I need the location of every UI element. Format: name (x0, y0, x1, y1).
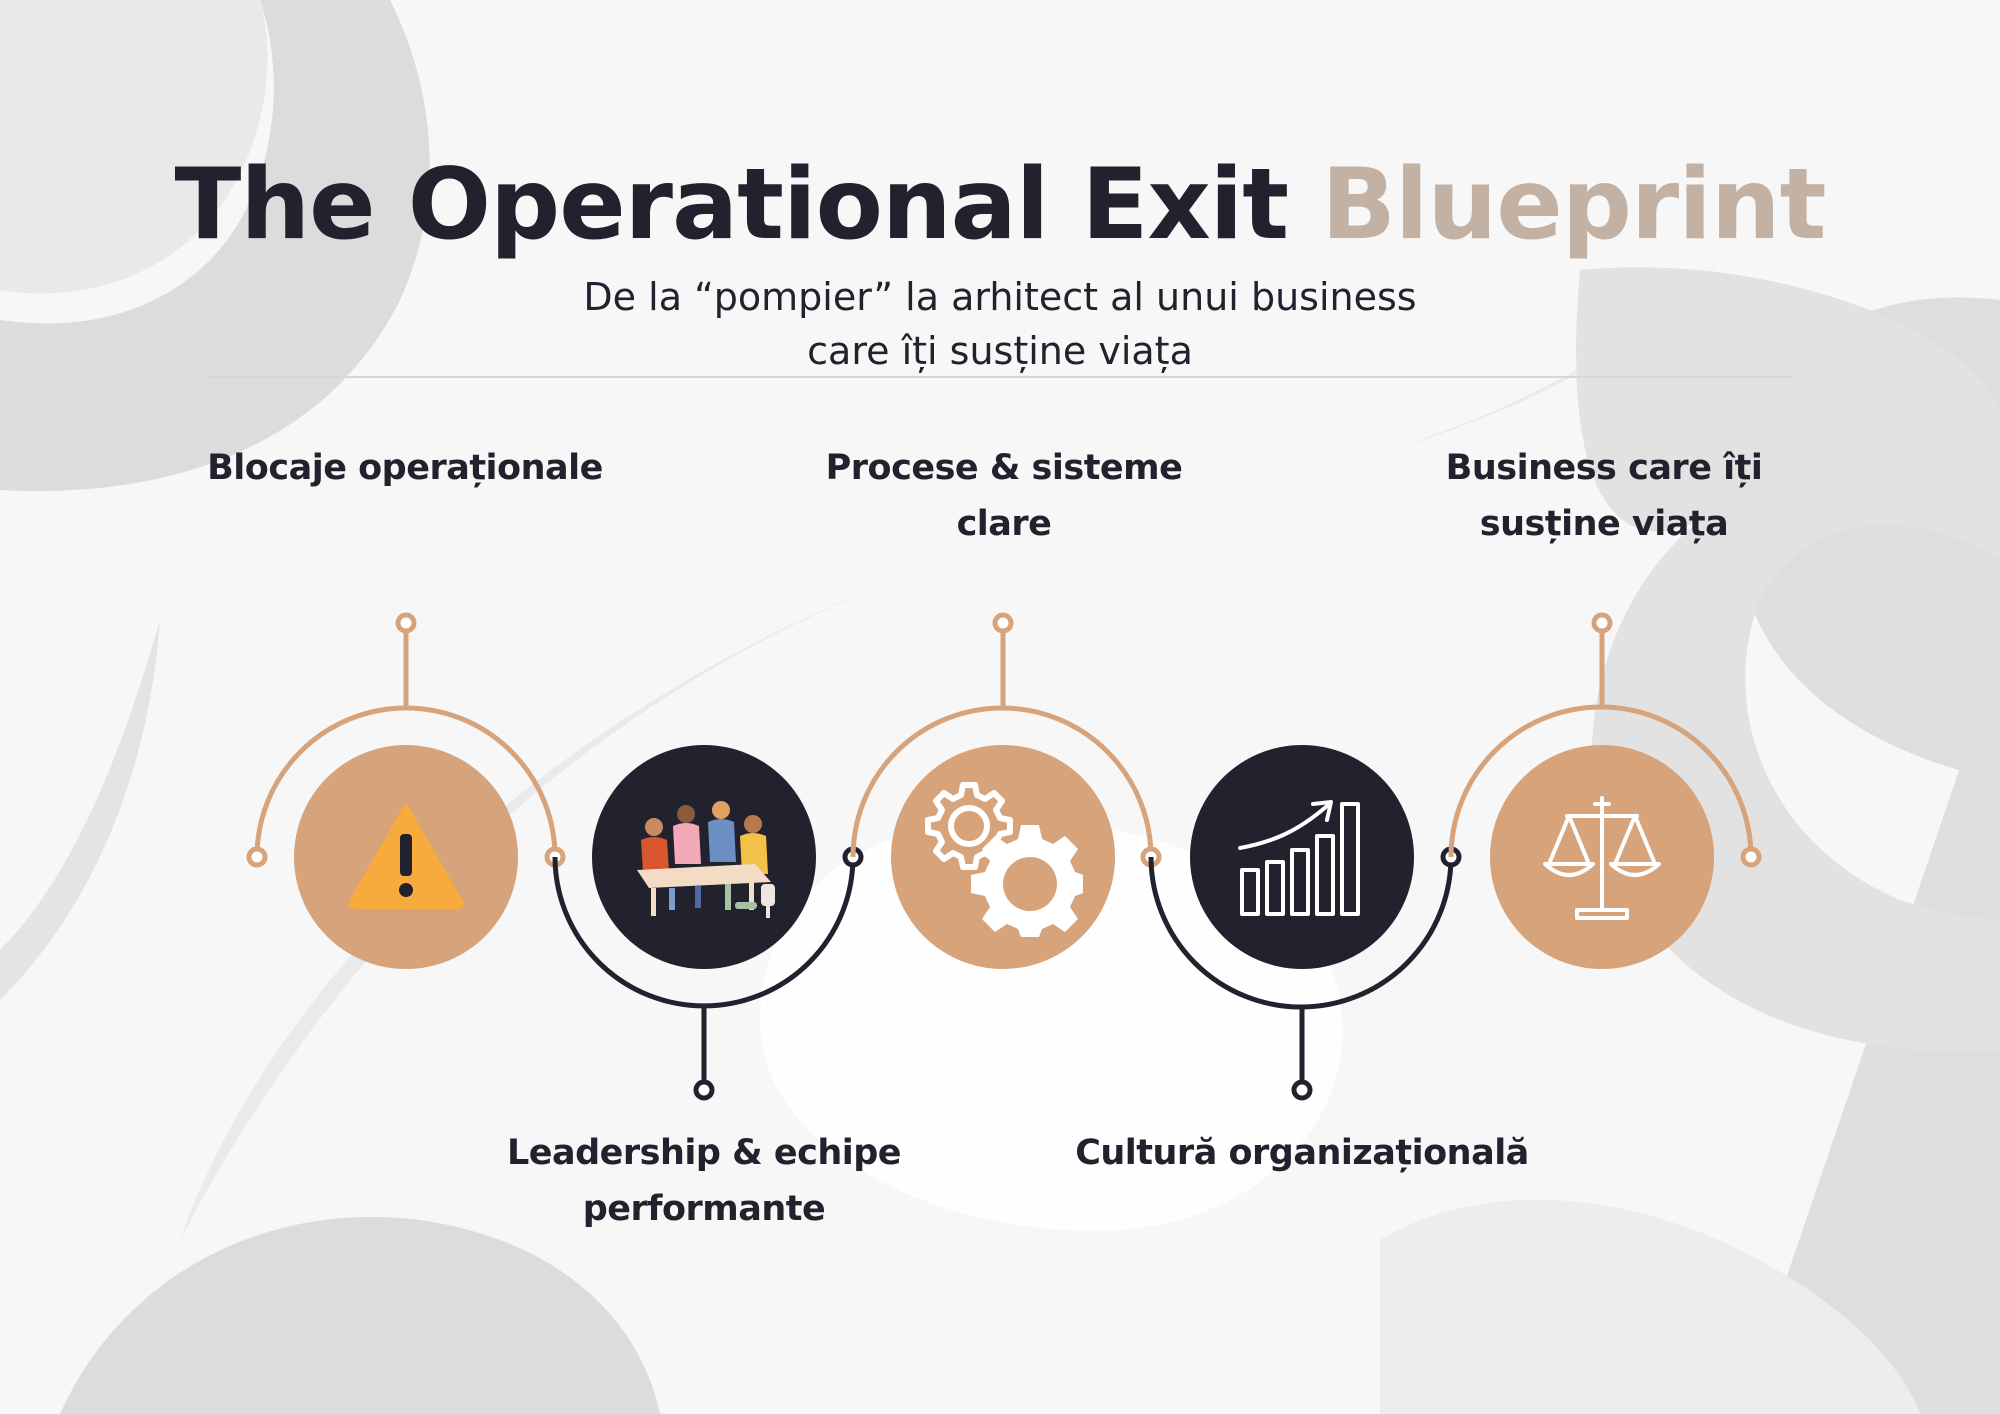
step-1-left-node (246, 846, 268, 868)
balance-scale-icon (1543, 796, 1661, 920)
step-4-bottom-node (1291, 1079, 1313, 1101)
title-accent: Blueprint (1321, 148, 1826, 262)
warning-icon (348, 805, 464, 909)
step-1-label: Blocaje operaționale (155, 440, 655, 496)
step-4-label-line-1: Cultură organizațională (1075, 1133, 1529, 1173)
step-3-arc (850, 705, 1154, 858)
title-main: The Operational Exit (174, 148, 1290, 262)
step-1-label-line-1: Blocaje operaționale (207, 448, 603, 488)
step-5-right-node (1740, 846, 1762, 868)
step-3-top-node (992, 612, 1014, 634)
step-2-arc (552, 856, 856, 1009)
step-5-top-node (1591, 612, 1613, 634)
page-title: The Operational Exit Blueprint (0, 140, 2000, 270)
step-5-label-line-1: Business care îți (1445, 448, 1763, 488)
step-1-icon-circle (294, 745, 518, 969)
step-5-label: Business care îți susține viața (1354, 440, 1854, 552)
step-3-label-line-2: clare (956, 504, 1052, 544)
step-2-label: Leadership & echipe performante (454, 1125, 954, 1237)
step-2-label-line-1: Leadership & echipe (506, 1133, 902, 1173)
growth-chart-icon (1238, 800, 1360, 916)
step-2-bottom-node (693, 1079, 715, 1101)
step-4-icon-circle (1190, 745, 1414, 969)
step-4-label: Cultură organizațională (1002, 1125, 1602, 1181)
page-subtitle: De la “pompier” la arhitect al unui busi… (500, 270, 1500, 378)
title-divider (208, 376, 1792, 378)
subtitle-line-1: De la “pompier” la arhitect al unui busi… (583, 275, 1417, 319)
team-meeting-icon (637, 801, 775, 918)
step-2-label-line-2: performante (582, 1189, 826, 1229)
step-1-top-node (395, 612, 417, 634)
step-3-label: Procese & sisteme clare (754, 440, 1254, 552)
step-2-icon-circle (592, 745, 816, 969)
step-1-arc (254, 705, 558, 858)
step-5-label-line-2: susține viața (1479, 504, 1729, 544)
subtitle-line-2: care îți susține viața (807, 329, 1193, 373)
gears-icon (925, 782, 1083, 937)
step-3-icon-circle (891, 745, 1115, 969)
step-3-label-line-1: Procese & sisteme (825, 448, 1183, 488)
step-5-icon-circle (1490, 745, 1714, 969)
